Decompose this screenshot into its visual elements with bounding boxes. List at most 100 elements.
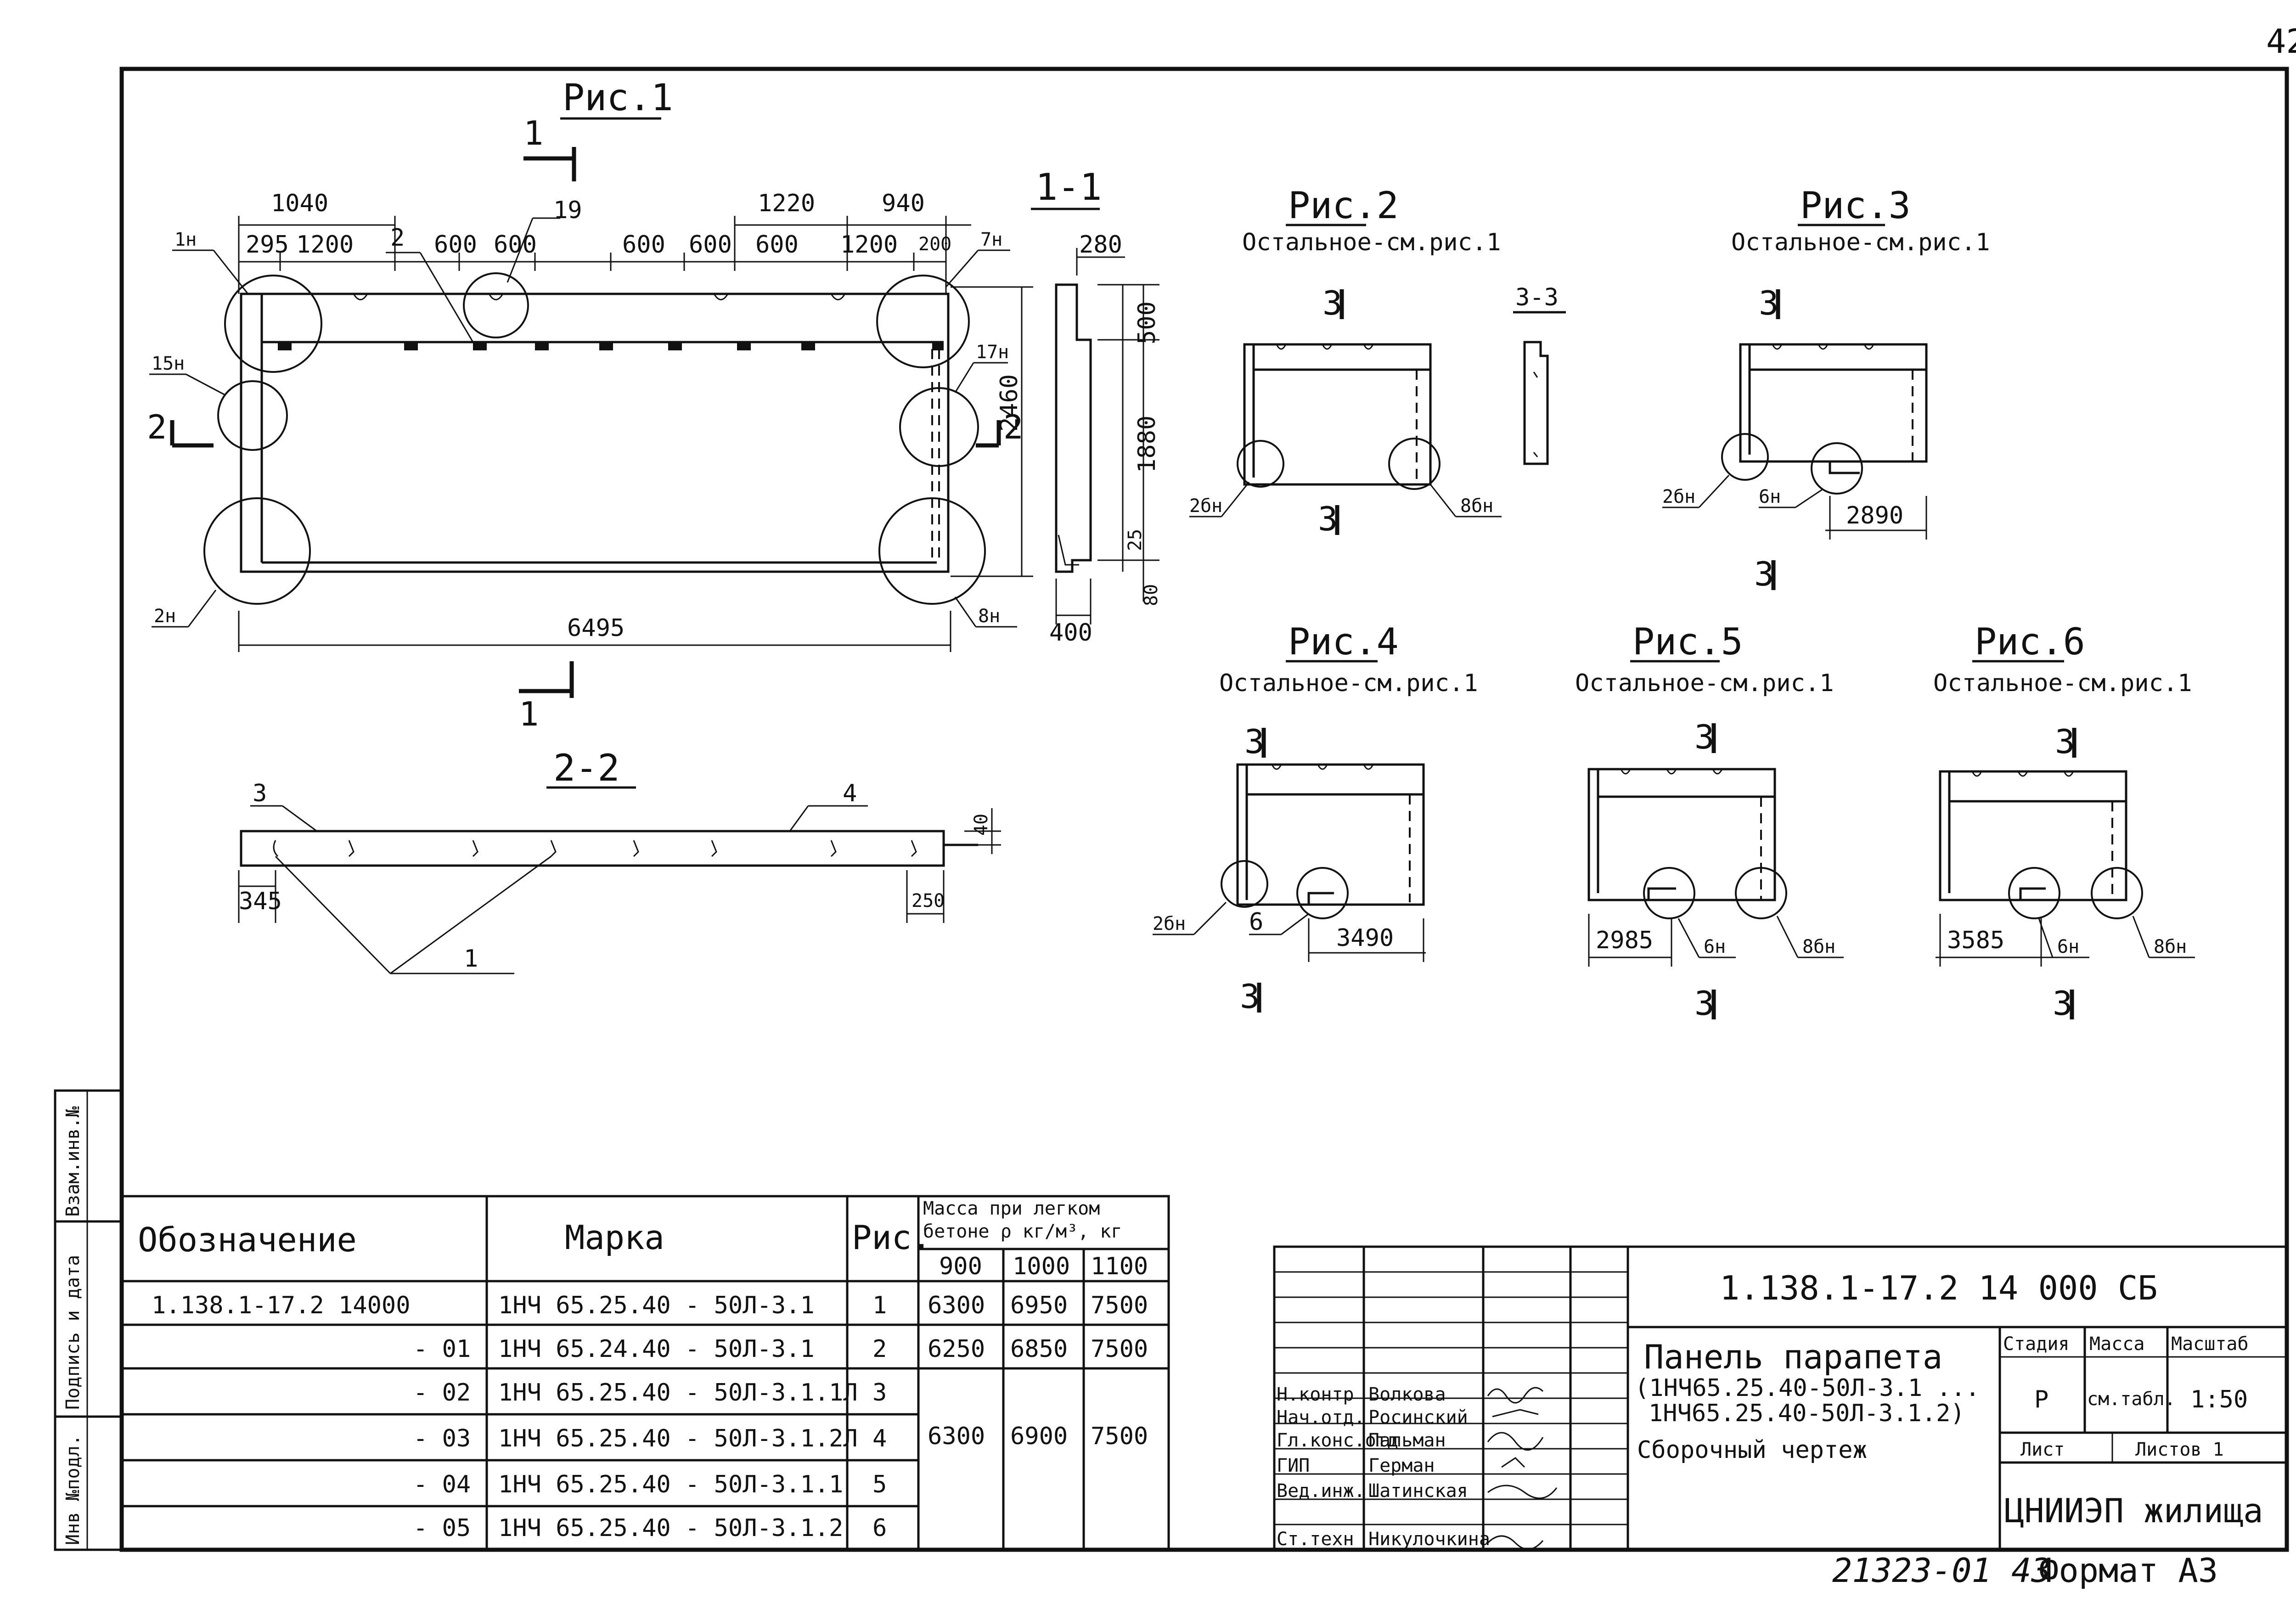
drawing-frame (119, 67, 2289, 1552)
footer-number: 21323-01 43 (1832, 1551, 2051, 1590)
fig2-callout-a: 2бн (1189, 495, 1222, 517)
signer-1-role: Нач.отд. (1277, 1407, 1365, 1428)
table-row-5-designation: - 05 (413, 1514, 471, 1542)
fig3-callout-a: 2бн (1662, 486, 1695, 507)
fig6-title: Рис.6 (1975, 620, 2085, 663)
signature-scribbles (1487, 1387, 1558, 1550)
table-row-2-designation: - 02 (413, 1379, 471, 1406)
fig1-title: Рис.1 (563, 76, 673, 119)
section11-dim-280: 280 (1079, 231, 1122, 259)
fig4-title: Рис.4 (1288, 620, 1399, 663)
table-density-1000: 1000 (1013, 1253, 1070, 1280)
fig3-title: Рис.3 (1800, 184, 1911, 227)
titleblock-stage-label: Стадия (2003, 1333, 2070, 1355)
table-row-4-mark: 1НЧ 65.25.40 - 50Л-3.1.1 (498, 1471, 843, 1498)
figure-2: Рис.2 Остальное-см.рис.1 3 3 2бн 8бн (1189, 184, 1502, 538)
fig1-dim-1220: 1220 (758, 190, 815, 217)
titleblock-title-4: Сборочный чертеж (1637, 1436, 1867, 1464)
titleblock-sheets-label: Листов 1 (2135, 1439, 2224, 1460)
fig2-callout-b: 8бн (1460, 495, 1493, 517)
table-merged-m1000: 6900 (1010, 1423, 1068, 1450)
signer-0-role: Н.контр (1277, 1384, 1354, 1405)
table-row-0-mark: 1НЧ 65.25.40 - 50Л-3.1 (498, 1292, 815, 1319)
section11-dim-25: 25 (1125, 529, 1146, 551)
fig6-callout-b: 8бн (2154, 936, 2187, 957)
fig6-dim: 3585 (1947, 927, 2004, 954)
fig3-dim: 2890 (1846, 502, 1903, 529)
table-row-3-fig: 4 (872, 1425, 887, 1452)
section22-dim-345: 345 (239, 888, 282, 915)
table-row-5-fig: 6 (872, 1514, 887, 1542)
table-row-3-designation: - 03 (413, 1425, 471, 1452)
table-merged-m900: 6300 (928, 1423, 985, 1450)
signer-2-name: Пальман (1368, 1430, 1446, 1451)
table-row-1-m1100: 7500 (1091, 1335, 1148, 1363)
fig5-title: Рис.5 (1632, 620, 1743, 663)
section-2-2: 2-2 40 345 250 3 4 1 (238, 747, 1001, 974)
section-3-3: 3-3 (1513, 284, 1566, 465)
fig6-note: Остальное-см.рис.1 (1933, 669, 2192, 697)
table-header-mass-1: Масса при легком (923, 1198, 1100, 1219)
table-row-1-m900: 6250 (928, 1335, 985, 1363)
side-stamp-sign: Подпись и дата (62, 1255, 84, 1410)
fig1-dim-600c: 600 (622, 231, 665, 259)
titleblock-scale-label: Масштаб (2171, 1333, 2249, 1355)
titleblock-org: ЦНИИЭП жилища (2004, 1491, 2263, 1530)
titleblock-scale: 1:50 (2190, 1386, 2248, 1413)
side-stamp-inv: Инв №подл. (62, 1435, 84, 1545)
page-number: 42 (2266, 22, 2296, 61)
section22-callout-3: 3 (253, 780, 267, 807)
fig1-callout-19: 19 (553, 197, 582, 224)
fig5-callout-a: 6н (1704, 936, 1726, 957)
table-row-5-mark: 1НЧ 65.25.40 - 50Л-3.1.2 (498, 1514, 843, 1542)
table-density-900: 900 (939, 1253, 982, 1280)
titleblock-mass-label: Масса (2089, 1333, 2144, 1355)
fig5-mark-top: 3 (1694, 718, 1714, 756)
fig4-callout-a: 2бн (1153, 913, 1186, 934)
fig2-panel (1243, 343, 1432, 486)
table-density-1100: 1100 (1091, 1253, 1148, 1280)
fig4-note: Остальное-см.рис.1 (1219, 669, 1478, 697)
side-stamp: Инв №подл. Подпись и дата Взам.инв.№ (54, 1089, 123, 1551)
section22-callout-1: 1 (464, 945, 478, 973)
table-header-mark: Марка (565, 1218, 664, 1257)
titleblock-title-2: (1НЧ65.25.40-50Л-3.1 ... (1635, 1374, 1980, 1402)
table-row-2-fig: 3 (872, 1379, 887, 1406)
section11-dim-1880: 1880 (1133, 416, 1161, 473)
table-row-0-m1000: 6950 (1010, 1292, 1068, 1319)
fig5-note: Остальное-см.рис.1 (1575, 669, 1834, 697)
table-row-0-m1100: 7500 (1091, 1292, 1148, 1319)
fig1-dim-600e: 600 (755, 231, 799, 259)
table-row-3-mark: 1НЧ 65.25.40 - 50Л-3.1.2Л (498, 1425, 858, 1452)
fig2-mark-bottom: 3 (1318, 500, 1338, 538)
fig1-dim-295: 295 (246, 231, 289, 259)
section-1-1: 1-1 280 500 1880 25 80 400 (1031, 166, 1162, 647)
fig6-mark-top: 3 (2055, 722, 2075, 761)
fig1-dim-600a: 600 (434, 231, 477, 259)
fig1-dim-1200a: 1200 (296, 231, 354, 259)
fig1-dim-1040: 1040 (271, 190, 328, 217)
fig1-callout-2n: 2н (154, 606, 176, 627)
figure-1: Рис.1 1 1 (147, 76, 1033, 733)
fig1-callout-2: 2 (390, 224, 405, 252)
fig1-section2-left: 2 (147, 408, 167, 446)
fig2-note: Остальное-см.рис.1 (1242, 229, 1501, 256)
fig1-section2-right: 2 (1003, 408, 1023, 446)
table-row-1-designation: - 01 (413, 1335, 471, 1363)
section22-profile (240, 830, 945, 867)
table-row-0-designation: 1.138.1-17.2 14000 (152, 1292, 411, 1319)
section11-title: 1-1 (1035, 166, 1102, 208)
fig1-callout-15n: 15н (152, 353, 185, 374)
fig3-mark-top: 3 (1759, 284, 1778, 322)
fig3-panel (1739, 343, 1928, 463)
table-header-designation: Обозначение (138, 1221, 357, 1259)
fig4-mark-bottom: 3 (1240, 977, 1260, 1016)
fig3-callout-b: 6н (1759, 486, 1781, 507)
table-header-fig: Рис. (852, 1218, 931, 1257)
section11-dim-400: 400 (1049, 619, 1092, 647)
fig3-note: Остальное-см.рис.1 (1731, 229, 1990, 256)
titleblock-code: 1.138.1-17.2 14 000 СБ (1720, 1269, 2158, 1307)
titleblock-sheet-label: Лист (2020, 1439, 2065, 1460)
fig4-mark-top: 3 (1244, 722, 1264, 761)
